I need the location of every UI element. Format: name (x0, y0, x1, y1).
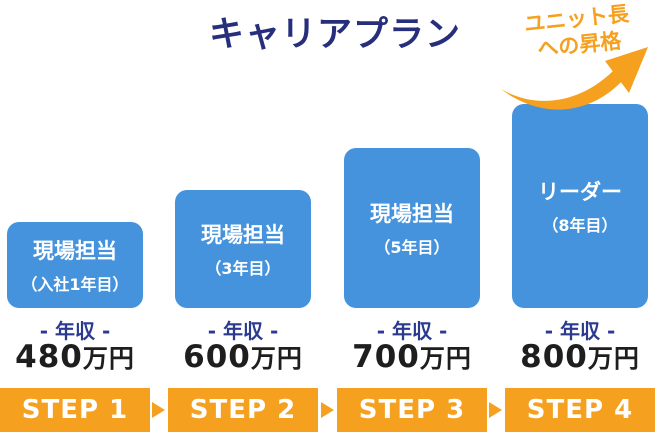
step-arrow-icon (321, 402, 334, 418)
role-bar: 現場担当 （5年目） (344, 148, 480, 308)
role-title: 現場担当 (370, 202, 454, 226)
role-year: （入社1年目） (21, 275, 129, 294)
salary-label: - 年収 - (39, 319, 111, 343)
salary-value: 480 (15, 339, 83, 375)
step-arrow-icon (152, 402, 165, 418)
step-column-3: 現場担当 （5年目） - 年収 - 700万円 STEP 3 (337, 0, 487, 432)
salary-label: - 年収 - (376, 319, 448, 343)
role-bar: 現場担当 （入社1年目） (7, 222, 143, 308)
role-bar: リーダー （8年目） (512, 104, 648, 308)
salary-value: 600 (183, 339, 251, 375)
step-column-4: リーダー （8年目） - 年収 - 800万円 STEP 4 (505, 0, 655, 432)
role-title: 現場担当 (33, 239, 117, 263)
salary-unit: 万円 (587, 344, 640, 373)
page-title: キャリアプラン (208, 15, 461, 55)
salary-label: - 年収 - (207, 319, 279, 343)
step-column-2: 現場担当 （3年目） - 年収 - 600万円 STEP 2 (168, 0, 318, 432)
role-year: （8年目） (542, 216, 618, 235)
salary-unit: 万円 (250, 344, 303, 373)
salary-value: 700 (352, 339, 420, 375)
salary-unit: 万円 (82, 344, 135, 373)
step-column-1: 現場担当 （入社1年目） - 年収 - 480万円 STEP 1 (0, 0, 150, 432)
step-arrow-icon (489, 402, 502, 418)
step-badge: STEP 1 (0, 388, 150, 432)
step-badge: STEP 4 (505, 388, 655, 432)
salary-amount: 700万円 (337, 339, 487, 375)
step-badge: STEP 3 (337, 388, 487, 432)
salary-label: - 年収 - (544, 319, 616, 343)
role-title: リーダー (538, 180, 622, 204)
role-bar: 現場担当 （3年目） (175, 190, 311, 308)
salary-value: 800 (520, 339, 588, 375)
role-year: （5年目） (374, 238, 450, 257)
salary-unit: 万円 (419, 344, 472, 373)
role-year: （3年目） (205, 259, 281, 278)
salary-amount: 800万円 (505, 339, 655, 375)
role-title: 現場担当 (201, 223, 285, 247)
salary-amount: 600万円 (168, 339, 318, 375)
promotion-arrow-icon (501, 47, 648, 110)
step-badge: STEP 2 (168, 388, 318, 432)
salary-amount: 480万円 (0, 339, 150, 375)
